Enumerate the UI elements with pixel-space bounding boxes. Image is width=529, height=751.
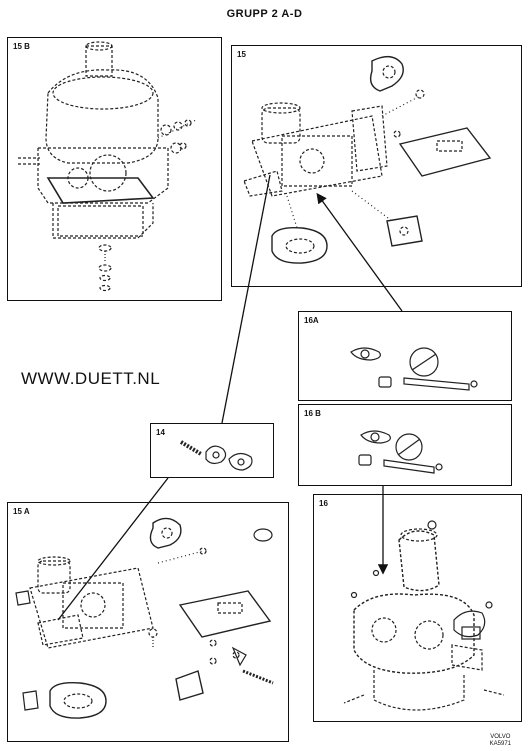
panel-15a-label: 15 A <box>13 507 30 516</box>
leader-14-to-15 <box>221 174 271 424</box>
panel-15-label: 15 <box>237 50 246 59</box>
panel-16: 16 <box>313 494 522 722</box>
panel-15: 15 <box>231 45 522 287</box>
page-title: GRUPP 2 A-D <box>226 8 303 20</box>
leader-14-to-15a <box>57 477 169 621</box>
volvo-stamp: VOLVO KA5971 <box>490 734 511 748</box>
parts-set-16b <box>358 430 443 474</box>
carburetor-exploded-view-15b <box>18 41 197 292</box>
panel-16a: 16A <box>298 311 512 401</box>
watermark: WWW.DUETT.NL <box>21 369 161 388</box>
carburetor-exploded-view-16 <box>343 520 505 711</box>
panel-15a: 15 A <box>7 502 289 742</box>
panel-14: 14 <box>150 423 274 478</box>
carburetor-exploded-view-15 <box>243 56 492 264</box>
parts-set-14 <box>179 440 253 471</box>
panel-16a-label: 16A <box>304 316 319 325</box>
parts-set-16a <box>350 347 478 391</box>
panel-15b: 15 B <box>7 37 222 301</box>
panel-16b: 16 B <box>298 404 512 486</box>
stamp-line-2: KA5971 <box>489 741 511 747</box>
panel-15b-label: 15 B <box>13 42 30 51</box>
panel-14-label: 14 <box>156 428 165 437</box>
panel-16b-label: 16 B <box>304 409 321 418</box>
panel-16-label: 16 <box>319 499 328 508</box>
stamp-line-1: VOLVO <box>490 734 511 740</box>
leader-16a-to-15 <box>316 192 403 312</box>
carburetor-exploded-view-15a <box>15 517 274 719</box>
